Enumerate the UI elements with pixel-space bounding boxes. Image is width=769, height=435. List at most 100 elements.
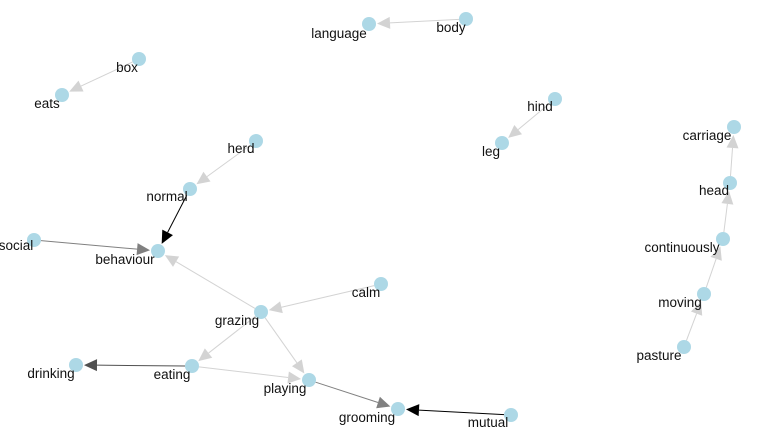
node-circle xyxy=(391,402,405,416)
node-circle xyxy=(27,233,41,247)
node-circle xyxy=(249,134,263,148)
arrowhead-icon xyxy=(376,16,391,29)
node-label: eats xyxy=(34,96,60,111)
arrowhead-icon xyxy=(690,301,703,316)
node-circle xyxy=(362,17,376,31)
edge-grazing-to-playing xyxy=(264,317,305,374)
node-label: grazing xyxy=(215,313,259,328)
edge-hind-to-leg xyxy=(508,103,550,138)
node-label: grooming xyxy=(339,410,395,425)
arrowhead-icon xyxy=(287,371,302,384)
arrowhead-icon xyxy=(83,359,98,372)
edge-line xyxy=(281,285,375,308)
node-label: head xyxy=(699,183,729,198)
node-circle xyxy=(504,408,518,422)
edge-line xyxy=(96,364,186,367)
node-circle xyxy=(677,340,691,354)
node-herd: herd xyxy=(227,134,263,156)
edge-herd-to-normal xyxy=(196,144,251,185)
node-circle xyxy=(374,277,388,291)
edge-line xyxy=(517,103,550,130)
arrowhead-icon xyxy=(161,229,173,244)
node-circle xyxy=(151,244,165,258)
node-label: drinking xyxy=(27,366,74,381)
arrowhead-icon xyxy=(376,396,391,409)
node-circle xyxy=(459,12,473,26)
arrowhead-icon xyxy=(196,171,211,185)
node-body: body xyxy=(436,12,473,35)
node-label: eating xyxy=(154,367,191,382)
edge-eating-to-playing xyxy=(198,366,302,384)
node-calm: calm xyxy=(352,277,388,300)
node-circle xyxy=(254,305,268,319)
node-eating: eating xyxy=(154,359,199,382)
node-carriage: carriage xyxy=(683,120,741,143)
node-box: box xyxy=(116,52,146,75)
edge-mutual-to-grooming xyxy=(405,404,505,417)
edge-pasture-to-moving xyxy=(686,301,703,341)
edge-line xyxy=(40,240,138,250)
node-layer: language body box eats hind leg herd normal soci… xyxy=(0,12,741,430)
node-label: calm xyxy=(352,285,381,300)
edge-line xyxy=(208,315,256,354)
arrowhead-icon xyxy=(405,404,420,417)
edge-line xyxy=(80,61,133,87)
node-circle xyxy=(723,176,737,190)
arrowhead-icon xyxy=(164,255,180,267)
node-social: social xyxy=(0,233,41,253)
node-hind: hind xyxy=(527,92,562,114)
edge-social-to-behaviour xyxy=(40,240,151,256)
node-continuously: continuously xyxy=(644,232,730,255)
edge-line xyxy=(705,258,717,288)
node-label: pasture xyxy=(636,348,681,363)
node-label: hind xyxy=(527,99,553,114)
edge-line xyxy=(175,261,256,309)
arrowhead-icon xyxy=(508,124,522,138)
node-circle xyxy=(185,359,199,373)
edge-continuously-to-head xyxy=(721,190,734,233)
edge-line xyxy=(264,317,298,364)
arrowhead-icon xyxy=(69,80,84,92)
edge-line xyxy=(315,381,379,403)
node-eats: eats xyxy=(34,88,69,111)
node-normal: normal xyxy=(146,182,197,204)
edge-body-to-language xyxy=(376,16,460,29)
node-label: box xyxy=(116,60,138,75)
node-moving: moving xyxy=(658,287,711,310)
node-drinking: drinking xyxy=(27,358,83,381)
node-label: mutual xyxy=(468,415,509,430)
node-label: language xyxy=(311,26,367,41)
node-circle xyxy=(727,120,741,134)
arrowhead-icon xyxy=(721,190,734,205)
node-label: playing xyxy=(264,381,307,396)
edge-line xyxy=(729,147,734,177)
node-circle xyxy=(697,287,711,301)
node-circle xyxy=(495,136,509,150)
edge-line xyxy=(167,194,188,233)
node-label: leg xyxy=(482,144,500,159)
node-grooming: grooming xyxy=(339,402,405,425)
edge-line xyxy=(389,18,460,24)
node-label: continuously xyxy=(644,240,719,255)
node-label: behaviour xyxy=(95,252,155,267)
node-circle xyxy=(302,373,316,387)
node-playing: playing xyxy=(264,373,316,396)
node-language: language xyxy=(311,17,376,41)
node-leg: leg xyxy=(482,136,509,159)
edge-playing-to-grooming xyxy=(315,381,391,409)
edge-line xyxy=(418,409,505,416)
edge-line xyxy=(198,366,289,379)
edge-line xyxy=(686,313,698,341)
edge-calm-to-grazing xyxy=(268,285,375,314)
node-label: carriage xyxy=(683,128,732,143)
node-circle xyxy=(69,358,83,372)
arrowhead-icon xyxy=(136,243,151,256)
node-circle xyxy=(716,232,730,246)
node-circle xyxy=(548,92,562,106)
node-grazing: grazing xyxy=(215,305,268,328)
node-circle xyxy=(183,182,197,196)
node-mutual: mutual xyxy=(468,408,518,430)
arrowhead-icon xyxy=(268,301,283,314)
